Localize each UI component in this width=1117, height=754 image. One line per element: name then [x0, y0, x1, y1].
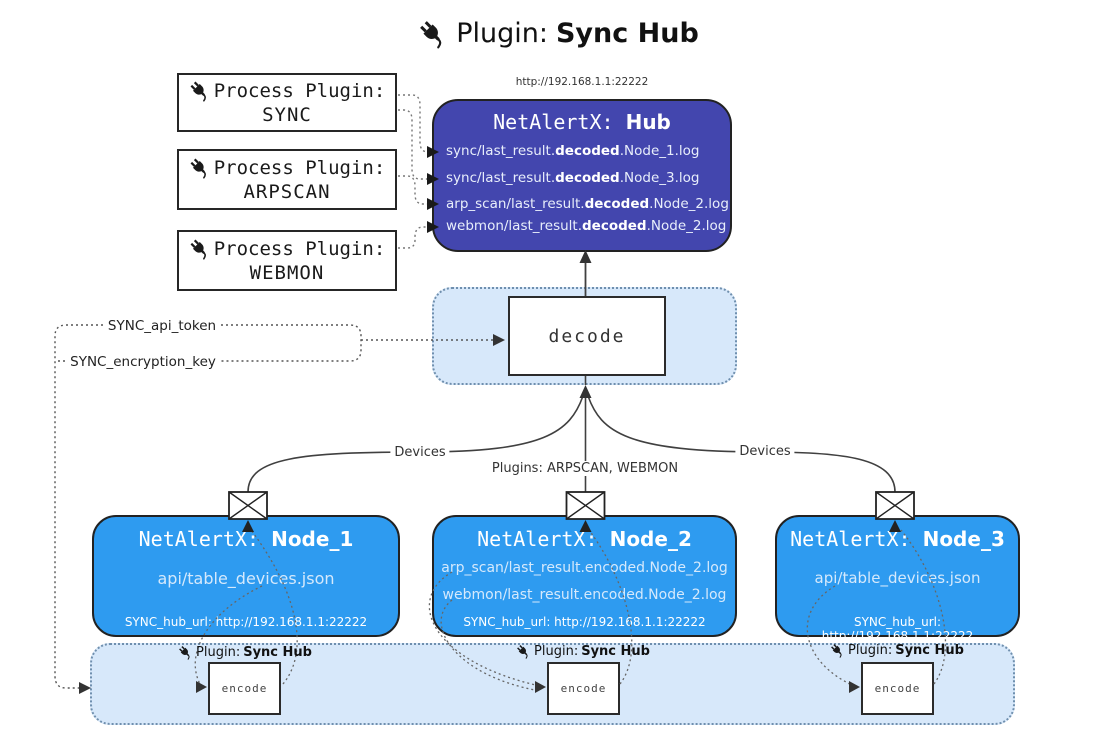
page-title-prefix: Plugin: — [456, 18, 548, 49]
encode-box-2: encode — [547, 662, 620, 715]
node-2-box: NetAlertX: Node_2 arp_scan/last_result.e… — [432, 515, 737, 637]
devices-right-label: Devices — [735, 444, 795, 459]
plug-icon — [418, 19, 448, 49]
process-plugin-name: ARPSCAN — [243, 180, 331, 203]
node-hub-url: SYNC_hub_url: http://192.168.1.1:22222 — [124, 615, 368, 629]
hub-log-line: sync/last_result.decoded.Node_1.log — [446, 143, 700, 159]
plug-icon — [830, 643, 845, 658]
encode-plugin-label-1: Plugin:Sync Hub — [178, 645, 312, 660]
node-file: arp_scan/last_result.encoded.Node_2.log — [441, 560, 728, 576]
process-plugin-name: WEBMON — [249, 261, 325, 284]
hub-box: NetAlertX: Hub sync/last_result.decoded.… — [432, 99, 732, 252]
plugins-edge-label: Plugins: ARPSCAN, WEBMON — [487, 461, 683, 476]
encode-plugin-label-2: Plugin:Sync Hub — [516, 644, 650, 659]
page-title-name: Sync Hub — [555, 18, 699, 49]
process-plugin-label: Process Plugin: — [213, 156, 386, 179]
plug-icon — [189, 80, 211, 102]
plug-icon — [189, 238, 211, 260]
node-file: api/table_devices.json — [157, 569, 335, 588]
process-plugin-box-sync: Process Plugin: SYNC — [177, 73, 397, 132]
plug-icon — [178, 645, 193, 660]
plugin-to-hub-links — [398, 94, 430, 249]
up-arrow-icon — [579, 385, 592, 398]
page-title: Plugin: Sync Hub — [0, 18, 1117, 49]
process-plugin-label: Process Plugin: — [213, 79, 386, 102]
sync-api-token-label: SYNC_api_token — [104, 318, 220, 334]
hub-url: http://192.168.1.1:22222 — [515, 76, 649, 88]
node-hub-url: SYNC_hub_url: http://192.168.1.1:22222 — [463, 615, 706, 629]
decode-box: decode — [508, 296, 666, 376]
plug-icon — [516, 644, 531, 659]
devices-left-label: Devices — [390, 445, 450, 460]
node-file: api/table_devices.json — [814, 569, 981, 587]
encode-box-3: encode — [861, 662, 934, 715]
encode-plugin-label-3: Plugin:Sync Hub — [830, 643, 964, 658]
node-hub-url: SYNC_hub_url: http://192.168.1.1:22222 — [821, 615, 974, 643]
node-3-box: NetAlertX: Node_3 api/table_devices.json… — [775, 515, 1020, 643]
sync-encryption-key-label: SYNC_encryption_key — [67, 354, 219, 370]
hub-log-line: webmon/last_result.decoded.Node_2.log — [446, 218, 727, 234]
plug-icon — [189, 157, 211, 179]
hub-log-line: sync/last_result.decoded.Node_3.log — [446, 170, 700, 186]
process-plugin-box-arpscan: Process Plugin: ARPSCAN — [177, 149, 397, 210]
process-plugin-box-webmon: Process Plugin: WEBMON — [177, 230, 397, 291]
hub-title: NetAlertX: Hub — [493, 110, 671, 134]
process-plugin-name: SYNC — [262, 103, 312, 126]
process-plugin-label: Process Plugin: — [213, 237, 386, 260]
node-file: webmon/last_result.encoded.Node_2.log — [442, 587, 727, 603]
hub-log-line: arp_scan/last_result.decoded.Node_2.log — [446, 196, 729, 212]
node-1-box: NetAlertX: Node_1 api/table_devices.json… — [92, 515, 400, 637]
encode-box-1: encode — [208, 662, 281, 715]
